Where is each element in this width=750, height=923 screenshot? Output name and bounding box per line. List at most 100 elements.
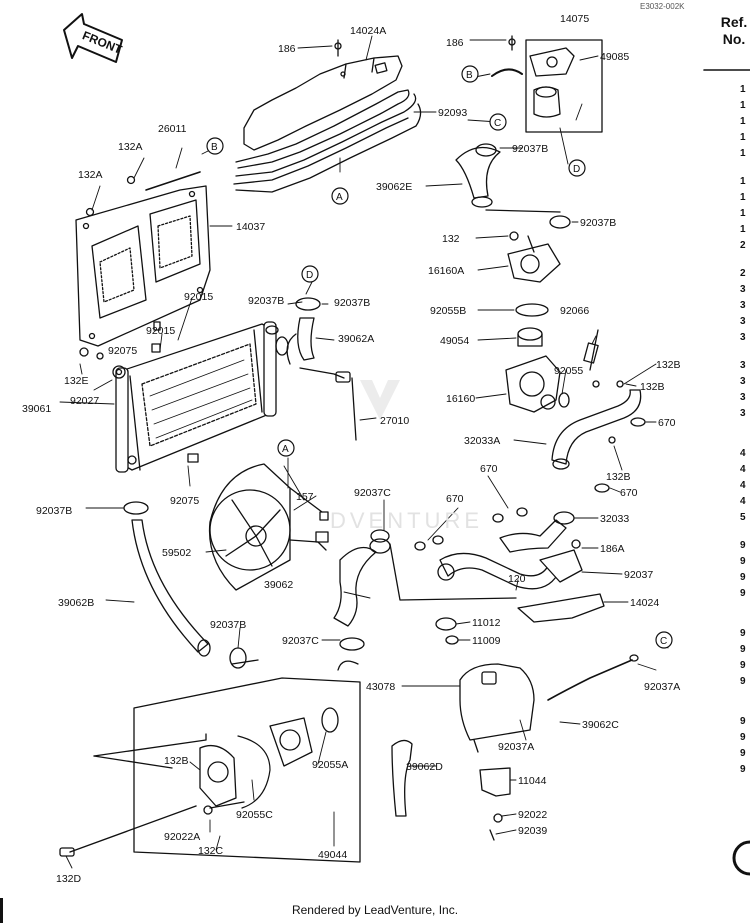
corner-circle-mark: [732, 840, 750, 876]
ref-num: 1: [740, 100, 746, 111]
clip-26011-part: [145, 171, 201, 191]
callout-D-2: D: [573, 164, 580, 175]
label-59502: 59502: [162, 547, 191, 559]
ref-num: 1: [740, 176, 746, 187]
ref-num: 3: [740, 284, 746, 295]
label-92037B-r2: 92037B: [580, 217, 616, 229]
radiator-part: [115, 321, 279, 473]
left-edge-mark: [0, 898, 3, 923]
ref-num: 1: [740, 224, 746, 235]
label-16160: 16160: [446, 393, 475, 405]
ref-num: 1: [740, 148, 746, 159]
label-92037B-low: 92037B: [210, 619, 246, 631]
ref-num: 1: [740, 116, 746, 127]
ref-header-line1: Ref.: [720, 14, 748, 30]
ref-num: 9: [740, 732, 746, 743]
ref-num: 4: [740, 448, 746, 459]
label-670-3: 670: [480, 463, 498, 475]
label-132B-1: 132B: [656, 359, 681, 371]
callout-D-1: D: [306, 270, 313, 281]
callout-A-2: A: [282, 444, 289, 455]
label-92055B: 92055B: [430, 305, 466, 317]
label-27010: 27010: [380, 415, 409, 427]
label-11009: 11009: [472, 635, 501, 647]
label-92037: 92037: [624, 569, 653, 581]
label-157: 157: [296, 491, 314, 503]
ref-num: 4: [740, 464, 746, 475]
label-132B-pump: 132B: [164, 755, 189, 767]
label-92037B-mid2: 92037B: [334, 297, 370, 309]
label-39061: 39061: [22, 403, 51, 415]
callout-B-1: B: [211, 142, 218, 153]
front-arrow-icon: FRONT: [63, 13, 125, 63]
label-14024: 14024: [630, 597, 659, 609]
callout-B-2: B: [466, 70, 473, 81]
ref-num: 9: [740, 556, 746, 567]
hose-92093-part: [233, 89, 422, 193]
ref-num: 9: [740, 716, 746, 727]
watermark-logo-icon: [360, 380, 400, 420]
label-132E: 132E: [64, 375, 89, 387]
ref-num: 9: [740, 764, 746, 775]
ref-num: 9: [740, 540, 746, 551]
label-92075-1: 92075: [108, 345, 137, 357]
ref-num: 9: [740, 588, 746, 599]
label-92022A: 92022A: [164, 831, 200, 843]
label-92075-2: 92075: [170, 495, 199, 507]
mount-grommets: [79, 35, 516, 463]
ref-num: 9: [740, 644, 746, 655]
label-92037C-2: 92037C: [282, 635, 319, 647]
label-670-2: 670: [620, 487, 638, 499]
label-39062: 39062: [264, 579, 293, 591]
hose-39062-part: [333, 529, 390, 651]
label-26011: 26011: [158, 123, 187, 135]
label-14024A: 14024A: [350, 25, 386, 37]
ref-num: 3: [740, 300, 746, 311]
label-92037C-1: 92037C: [354, 487, 391, 499]
label-92037A-2: 92037A: [498, 741, 534, 753]
label-49085: 49085: [600, 51, 629, 63]
label-14075: 14075: [560, 13, 589, 25]
label-92015-2: 92015: [146, 325, 175, 337]
label-132B-2: 132B: [640, 381, 665, 393]
label-92037B-r1: 92037B: [512, 143, 548, 155]
hose-39062B-part: [123, 501, 211, 657]
label-132D: 132D: [56, 873, 82, 885]
doc-code: E3032-002K: [640, 2, 685, 11]
label-39062A: 39062A: [338, 333, 374, 345]
ref-num: 9: [740, 628, 746, 639]
label-39062D: 39062D: [406, 761, 443, 773]
ref-num: 9: [740, 660, 746, 671]
ref-num: 9: [740, 676, 746, 687]
ref-num: 1: [740, 84, 746, 95]
label-92037B-left: 92037B: [36, 505, 72, 517]
label-186A: 186A: [600, 543, 625, 555]
ref-num: 1: [740, 192, 746, 203]
label-670-4: 670: [446, 493, 464, 505]
label-43078: 43078: [366, 681, 395, 693]
label-92022: 92022: [518, 809, 547, 821]
label-132A-2: 132A: [78, 169, 103, 181]
water-pump-box: [59, 659, 361, 863]
radiator-grille-part: [75, 185, 211, 347]
label-132A-1: 132A: [118, 141, 143, 153]
ref-num: 3: [740, 332, 746, 343]
label-92093: 92093: [438, 107, 467, 119]
label-32033A: 32033A: [464, 435, 500, 447]
label-49054: 49054: [440, 335, 469, 347]
callout-A-1: A: [336, 192, 343, 203]
label-11012: 11012: [472, 617, 501, 629]
ref-num: 1: [740, 208, 746, 219]
ref-num: 2: [740, 240, 746, 251]
ref-num: 3: [740, 408, 746, 419]
upper-cover-part: [243, 55, 403, 151]
label-49044: 49044: [318, 849, 347, 861]
label-92037A-1: 92037A: [644, 681, 680, 693]
ref-num: 2: [740, 268, 746, 279]
thermostat-housing-group: [455, 39, 603, 413]
ref-num: 3: [740, 392, 746, 403]
ref-num: 3: [740, 316, 746, 327]
ref-num: 1: [740, 132, 746, 143]
